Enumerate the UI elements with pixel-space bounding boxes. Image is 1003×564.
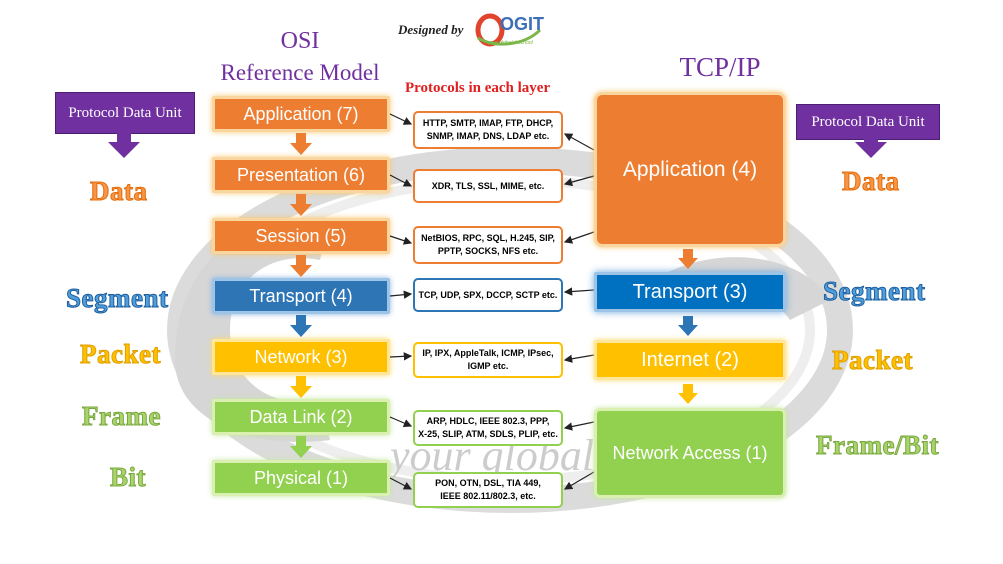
ogit-logo: OGIT your global-it-school (474, 8, 544, 52)
tcpip-layer-transport: Transport (3) (594, 272, 786, 312)
protocols-presentation: XDR, TLS, SSL, MIME, etc. (413, 169, 563, 203)
designed-by-label: Designed by (398, 22, 464, 37)
osi-arrow-3 (290, 255, 312, 277)
tcpip-arrow-2 (678, 316, 698, 336)
pdu-arrow-right-stem (864, 138, 878, 144)
tcpip-layer-internet: Internet (2) (594, 340, 786, 380)
pdu-header-left: Protocol Data Unit (55, 92, 195, 134)
osi-layer-network: Network (3) (212, 339, 390, 375)
tcpip-layer-network-access: Network Access (1) (594, 408, 786, 498)
osi-arrow-5 (290, 376, 312, 398)
pdu-left-segment: Segment (65, 283, 169, 314)
pdu-right-segment: Segment (822, 276, 926, 307)
protocols-physical: PON, OTN, DSL, TIA 449, IEEE 802.11/802.… (413, 472, 563, 508)
pdu-right-packet: Packet (832, 345, 913, 376)
osi-title-line2: Reference Model (220, 60, 380, 85)
tcpip-arrow-1 (678, 249, 698, 269)
osi-layer-physical: Physical (1) (212, 460, 390, 496)
ogit-logo-mark (475, 13, 542, 47)
osi-layer-data-link: Data Link (2) (212, 399, 390, 435)
logo-tagline: your global-it-school (488, 40, 533, 46)
protocols-transport: TCP, UDP, SPX, DCCP, SCTP etc. (413, 278, 563, 312)
pdu-left-packet: Packet (80, 339, 161, 370)
pdu-arrow-left-stem (117, 132, 131, 144)
osi-arrow-6 (290, 436, 312, 458)
pdu-right-frame-bit: Frame/Bit (816, 430, 939, 461)
pdu-left-frame: Frame (82, 401, 161, 432)
pdu-arrow-right (855, 142, 887, 158)
osi-arrow-1 (290, 133, 312, 155)
tcpip-layer-application: Application (4) (594, 92, 786, 247)
osi-layer-presentation: Presentation (6) (212, 157, 390, 193)
protocols-session: NetBIOS, RPC, SQL, H.245, SIP, PPTP, SOC… (413, 226, 563, 264)
pdu-left-data: Data (90, 176, 148, 207)
osi-layer-transport: Transport (4) (212, 278, 390, 314)
protocols-network: IP, IPX, AppleTalk, ICMP, IPsec, IGMP et… (413, 342, 563, 378)
osi-arrow-4 (290, 315, 312, 337)
osi-title-line1: OSI (280, 28, 320, 54)
tcpip-arrow-3 (678, 384, 698, 404)
pdu-left-bit: Bit (109, 462, 147, 493)
protocols-title: Protocols in each layer (405, 80, 551, 96)
osi-layer-application: Application (7) (212, 96, 390, 132)
protocols-application: HTTP, SMTP, IMAP, FTP, DHCP, SNMP, IMAP,… (413, 111, 563, 149)
pdu-arrow-left (108, 142, 140, 158)
osi-layer-session: Session (5) (212, 218, 390, 254)
pdu-right-data: Data (842, 166, 900, 197)
logo-text: OGIT (500, 14, 544, 34)
tcpip-title: TCP/IP (679, 52, 761, 82)
osi-arrow-2 (290, 194, 312, 216)
protocols-data-link: ARP, HDLC, IEEE 802.3, PPP, X-25, SLIP, … (413, 410, 563, 446)
